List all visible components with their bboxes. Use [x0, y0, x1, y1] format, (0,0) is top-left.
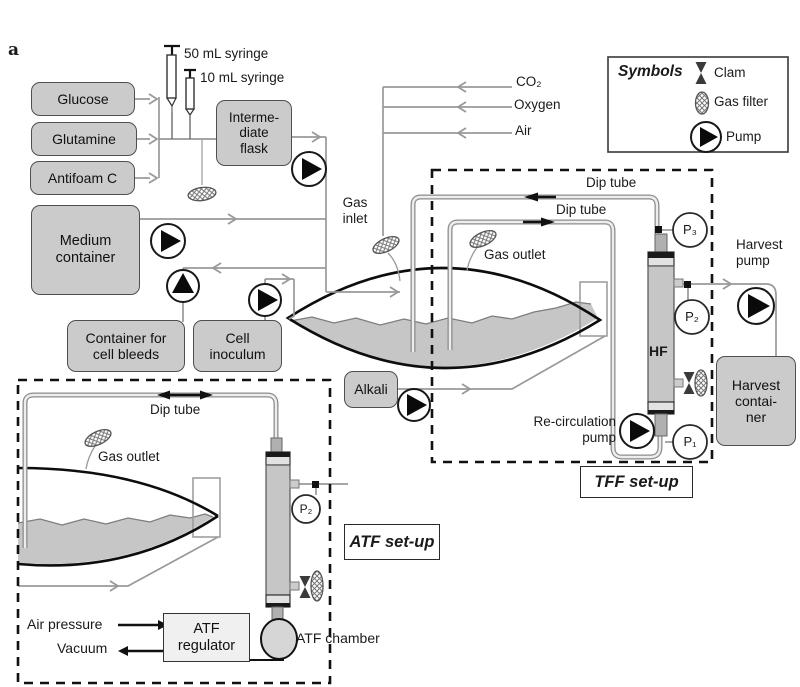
- flow-arrow-icons: [109, 81, 733, 592]
- gas-supply-lines: [382, 86, 512, 236]
- legend-title: Symbols: [618, 63, 683, 80]
- alkali-pump-icon: [397, 388, 431, 422]
- recirculation-pump-label: Re-circulation pump: [533, 414, 616, 446]
- tff-setup-title: TFF set-up: [580, 466, 693, 498]
- tff-port-filter-icon: [694, 369, 708, 397]
- bleed-pump-icon: [166, 269, 200, 303]
- syringe-50-icon: [164, 44, 180, 139]
- legend-clamp-icon: [695, 62, 707, 84]
- vent-gas-filter-icon: [187, 186, 217, 202]
- atf-draw-weir: [192, 477, 221, 538]
- legend-clamp-label: Clam: [714, 65, 746, 80]
- p2-tap: [684, 281, 691, 288]
- tff-dip-tube-draw-label: Dip tube: [556, 202, 607, 217]
- atf-port-filter-icon: [310, 570, 324, 602]
- gas-sparger-line: [387, 252, 401, 282]
- legend-pump-label: Pump: [726, 129, 762, 144]
- atf-clamp-icon: [299, 576, 311, 598]
- main-bioreactor: [285, 266, 608, 370]
- alkali-line: [398, 335, 606, 390]
- p3-tap: [655, 226, 662, 233]
- tff-hf-column: [647, 233, 684, 437]
- regulator-arrows: [118, 620, 168, 656]
- atf-p2-gauge-icon: [291, 494, 321, 524]
- gas-inlet-filter-icon: [372, 236, 400, 254]
- glucose-box: Glucose: [31, 82, 135, 116]
- cell-bleeds-box: Container for cell bleeds: [67, 320, 185, 372]
- legend-box: [607, 56, 789, 153]
- oxygen-label: Oxygen: [514, 97, 561, 112]
- atf-gas-outlet-label: Gas outlet: [98, 449, 160, 464]
- atf-p2-gauge-label: P₂: [299, 502, 313, 516]
- intermediate-flask-box: Interme- diate flask: [216, 100, 292, 166]
- main-bioreactor-liquid: [290, 302, 598, 367]
- p2-gauge-icon: [674, 299, 710, 335]
- atf-hf-column: [265, 437, 300, 621]
- harvest-pump-icon: [737, 287, 775, 325]
- atf-bioreactor: [17, 466, 221, 567]
- inoculum-pump-icon: [248, 283, 282, 317]
- p2-gauge-label: P₂: [685, 309, 699, 324]
- recirculation-pump-icon: [619, 413, 655, 449]
- atf-regulator-box: ATF regulator: [163, 613, 250, 662]
- syringe-50-label: 50 mL syringe: [184, 46, 269, 61]
- panel-label: a: [8, 40, 20, 60]
- p1-gauge-icon: [672, 424, 708, 460]
- p3-gauge-icon: [672, 212, 708, 248]
- air-pressure-label: Air pressure: [27, 616, 103, 632]
- glutamine-box: Glutamine: [31, 122, 137, 156]
- syringe-lines: [171, 112, 191, 139]
- atf-bioreactor-liquid: [18, 514, 213, 565]
- antifoam-box: Antifoam C: [30, 161, 135, 195]
- atf-gas-outlet-stem: [85, 445, 96, 470]
- medium-container-box: Medium container: [31, 205, 140, 295]
- tube-flow-arrows: [157, 192, 556, 400]
- syringe-10-label: 10 mL syringe: [200, 70, 285, 85]
- legend-gas-filter-label: Gas filter: [714, 94, 769, 109]
- main-gas-outlet-label: Gas outlet: [484, 247, 546, 262]
- atf-p2-tap: [312, 481, 319, 488]
- atf-gas-outlet-filter-icon: [84, 429, 112, 447]
- tff-clamp-icon: [683, 372, 695, 394]
- atf-dip-tube-label: Dip tube: [150, 402, 201, 417]
- legend-gas-filter-icon: [694, 91, 710, 115]
- atf-setup-title: ATF set-up: [344, 524, 440, 560]
- main-gas-outlet-filter-icon: [469, 230, 497, 248]
- medium-pump-icon: [150, 223, 186, 259]
- atf-feed-line: [18, 536, 219, 587]
- hf-module-label: HF: [649, 343, 668, 359]
- gas-inlet-label: Gas inlet: [342, 195, 368, 227]
- p1-gauge-label: P₁: [683, 434, 697, 449]
- cell-inoculum-box: Cell inoculum: [193, 320, 282, 372]
- tff-upper-port: [673, 278, 684, 288]
- co2-label: CO₂: [516, 74, 542, 89]
- tff-lower-port: [673, 378, 684, 388]
- legend-pump-icon: [690, 121, 722, 153]
- harvest-pump-label: Harvest pump: [736, 237, 783, 269]
- tff-permeate-line: [683, 283, 777, 356]
- vacuum-label: Vacuum: [57, 640, 108, 656]
- alkali-box: Alkali: [344, 371, 398, 408]
- atf-setup-boundary: [16, 378, 332, 685]
- syringe-10-icon: [184, 68, 196, 139]
- harvest-container-box: Harvest contai- ner: [716, 356, 796, 446]
- air-label: Air: [515, 123, 532, 138]
- tff-setup-boundary: [430, 168, 714, 464]
- flask-pump-icon: [291, 151, 327, 187]
- atf-lower-port: [289, 581, 300, 591]
- atf-upper-port: [289, 479, 300, 489]
- tff-dip-tube-return-label: Dip tube: [586, 175, 637, 190]
- main-gas-outlet-stem: [466, 245, 479, 272]
- atf-chamber-icon: [249, 618, 298, 661]
- p3-gauge-label: P₃: [683, 222, 697, 237]
- atf-chamber-label: ATF chamber: [296, 630, 380, 646]
